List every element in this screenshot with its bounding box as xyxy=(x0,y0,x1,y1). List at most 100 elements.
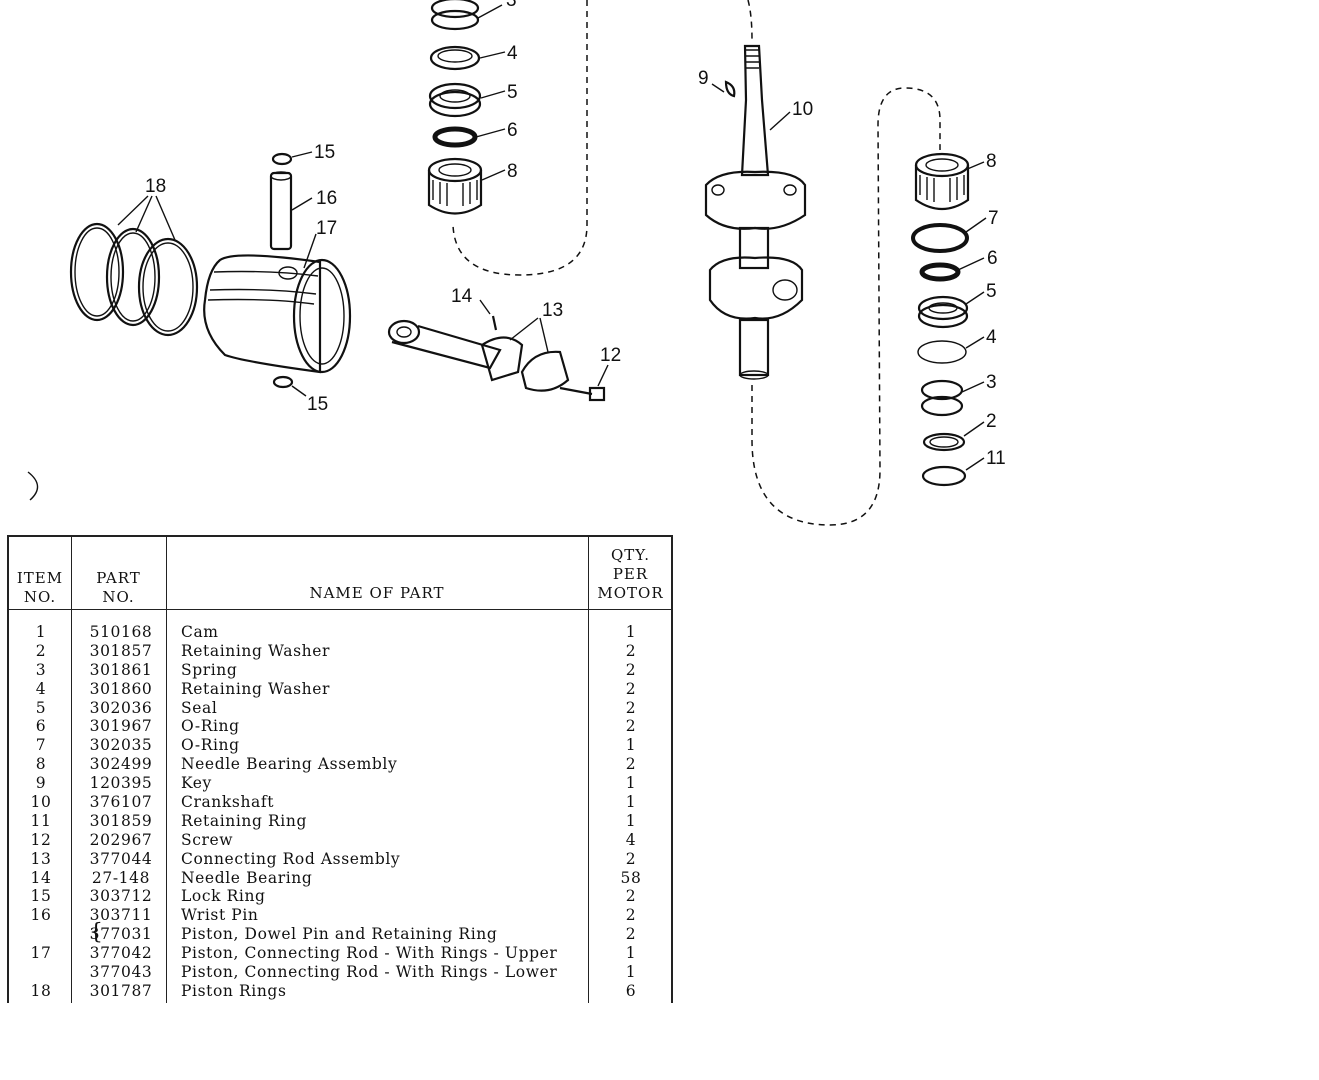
svg-text:6: 6 xyxy=(987,248,998,269)
cell-part-no: 120395 xyxy=(89,774,153,793)
assembly-path-right xyxy=(747,0,941,526)
parts-list-table: ITEM NO. PART NO. NAME OF PART QTY. PER … xyxy=(7,535,673,1003)
item-17-brace: { xyxy=(89,920,103,945)
cell-qty: 2 xyxy=(625,755,637,774)
svg-text:4: 4 xyxy=(507,43,518,64)
svg-text:2: 2 xyxy=(986,411,997,432)
cell-qty: 2 xyxy=(625,887,637,906)
header-qty-per-motor: QTY. PER MOTOR xyxy=(588,546,673,603)
header-item-line-2: NO. xyxy=(23,588,57,606)
bearing-part-8-right xyxy=(914,152,970,211)
cell-part-no: 376107 xyxy=(89,793,153,812)
cell-item-no: 15 xyxy=(30,887,52,906)
cell-part-name: Connecting Rod Assembly xyxy=(181,849,401,868)
cell-part-name: Screw xyxy=(181,830,234,849)
cell-part-no: 377043 xyxy=(89,963,153,982)
cell-part-name: Cam xyxy=(181,623,219,641)
cell-part-no: 301861 xyxy=(89,660,153,679)
cell-item-no: 12 xyxy=(30,830,52,849)
cell-part-no: 377044 xyxy=(89,849,153,868)
cell-part-no: 301857 xyxy=(89,641,153,660)
svg-text:13: 13 xyxy=(542,300,563,321)
key-part-9 xyxy=(724,80,736,98)
cell-part-name: Piston, Dowel Pin and Retaining Ring xyxy=(181,925,498,944)
cell-part-no: 303711 xyxy=(89,906,153,925)
header-qty-line-3: MOTOR xyxy=(597,584,664,602)
o-ring-part-7 xyxy=(911,223,969,253)
cell-part-name: Needle Bearing xyxy=(181,868,313,887)
header-part-no: PART NO. xyxy=(71,569,166,607)
cell-part-no: 303712 xyxy=(89,887,153,906)
svg-text:15: 15 xyxy=(307,394,328,415)
header-qty-line-1: QTY. xyxy=(610,546,651,564)
retaining-ring-part-11 xyxy=(921,465,967,487)
cell-item-no: 6 xyxy=(35,717,47,736)
o-ring-part-6-right xyxy=(919,262,961,282)
cell-part-no: 377042 xyxy=(89,944,153,963)
cell-part-no: 510168 xyxy=(89,623,153,641)
cell-part-no: 302036 xyxy=(89,698,153,717)
header-part-line-2: NO. xyxy=(102,588,135,606)
svg-text:8: 8 xyxy=(507,161,518,182)
table-row: 2 301857 Retaining Washer 2 xyxy=(9,642,671,661)
cell-qty: 58 xyxy=(620,868,642,887)
cell-item-no: 8 xyxy=(35,755,47,774)
o-ring-part-6-left xyxy=(432,126,478,148)
cell-part-name: Piston Rings xyxy=(181,981,287,1000)
svg-text:7: 7 xyxy=(988,208,999,229)
cell-part-name: Retaining Washer xyxy=(181,641,330,660)
svg-text:15: 15 xyxy=(314,142,335,163)
scan-mark xyxy=(27,471,39,501)
cell-qty: 1 xyxy=(625,811,637,830)
column-divider xyxy=(166,537,167,1003)
cell-part-name: O-Ring xyxy=(181,736,240,755)
cell-item-no: 1 xyxy=(35,623,47,641)
svg-text:9: 9 xyxy=(698,68,709,89)
cell-qty: 2 xyxy=(625,925,637,944)
header-item-line-1: ITEM xyxy=(16,569,64,587)
cell-part-no: 301860 xyxy=(89,679,153,698)
cell-item-no: 2 xyxy=(35,641,47,660)
svg-text:11: 11 xyxy=(986,448,1006,469)
header-name-of-part: NAME OF PART xyxy=(309,584,445,602)
svg-text:5: 5 xyxy=(507,82,518,103)
header-qty-line-2: PER xyxy=(612,565,649,583)
svg-text:14: 14 xyxy=(451,286,473,307)
cell-part-no: 302035 xyxy=(89,736,153,755)
spring-part-3-right xyxy=(920,379,964,417)
needle-bearing-part-14 xyxy=(491,315,498,331)
header-divider xyxy=(9,609,671,610)
washer-part-4-right xyxy=(917,340,967,364)
cell-part-name: Piston, Connecting Rod - With Rings - Lo… xyxy=(181,963,558,982)
cell-part-no: 301859 xyxy=(89,811,153,830)
cell-item-no: 7 xyxy=(35,736,47,755)
seal-part-5-right xyxy=(917,295,969,329)
cell-part-no: 301787 xyxy=(89,981,153,1000)
cell-item-no: 9 xyxy=(35,774,47,793)
bearing-part-8-left xyxy=(427,157,483,215)
piston-rings-part-18 xyxy=(69,222,199,337)
connecting-rod-part-13 xyxy=(387,319,570,392)
cell-part-name: Retaining Washer xyxy=(181,679,330,698)
column-divider xyxy=(588,537,589,1003)
crankshaft-part-10 xyxy=(704,44,807,380)
cell-item-no: 13 xyxy=(30,849,52,868)
cell-item-no: 14 xyxy=(30,868,52,887)
cell-qty: 2 xyxy=(625,641,637,660)
svg-text:18: 18 xyxy=(145,176,166,197)
lock-ring-part-15-top xyxy=(271,152,293,166)
cell-qty: 1 xyxy=(625,963,637,982)
cell-part-no: 377031 xyxy=(89,925,153,944)
cell-qty: 6 xyxy=(625,981,637,1000)
